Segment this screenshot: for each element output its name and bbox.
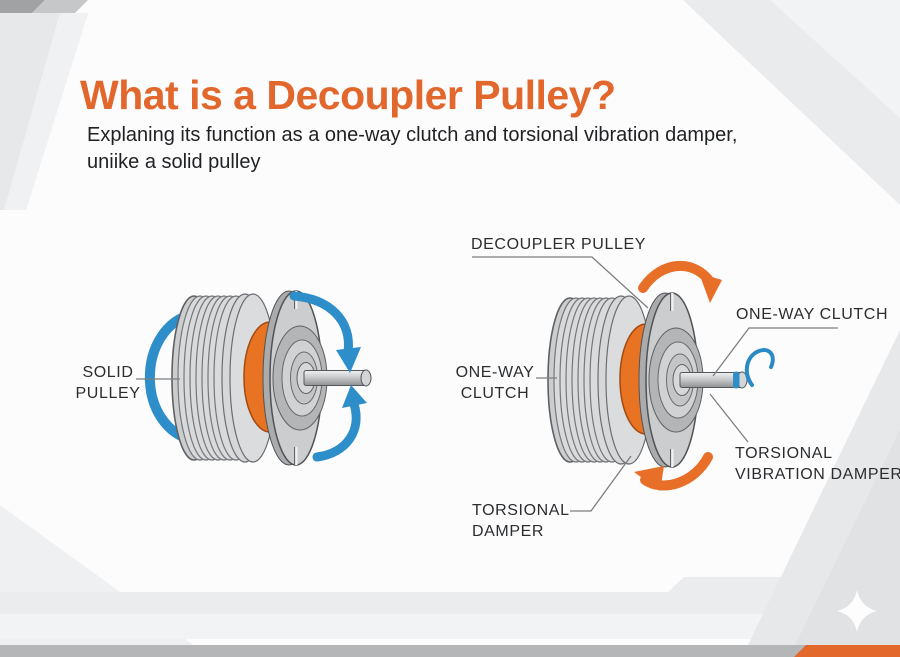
label-line: VIBRATION DAMPER bbox=[735, 466, 900, 483]
label-line: ONE-WAY bbox=[455, 364, 535, 381]
leader-torsional-damper bbox=[570, 455, 632, 512]
rotation-arrow-blue-bottom-icon bbox=[312, 385, 367, 462]
leader-decoupler-pulley bbox=[472, 256, 649, 309]
torsional-damper-label: TORSIONAL DAMPER bbox=[472, 500, 570, 542]
label-line: TORSIONAL bbox=[735, 445, 833, 462]
solid-pulley-label: SOLID PULLEY bbox=[60, 362, 156, 404]
label-line: CLUTCH bbox=[460, 385, 530, 402]
label-line: TORSIONAL bbox=[472, 502, 570, 519]
leader-lines bbox=[136, 256, 838, 512]
leader-one-way-clutch-right bbox=[712, 327, 838, 377]
label-line: DAMPER bbox=[472, 523, 545, 540]
sparkle-icon bbox=[837, 590, 877, 632]
page-title: What is a Decoupler Pulley? bbox=[80, 72, 616, 118]
subtitle-line: Explaning its function as a one-way clut… bbox=[87, 124, 738, 146]
page-subtitle: Explaning its function as a one-way clut… bbox=[87, 122, 737, 176]
decoupler-pulley-label: DECOUPLER PULLEY bbox=[471, 236, 646, 253]
torsional-vibration-damper-label: TORSIONAL VIBRATION DAMPER bbox=[735, 443, 900, 485]
subtitle-line: uniike a solid pulley bbox=[87, 151, 261, 173]
rotation-arrow-orange-bottom-icon bbox=[634, 452, 713, 491]
rotation-arrow-orange-top-icon bbox=[638, 261, 722, 303]
rotation-arrow-blue-top-icon bbox=[289, 291, 361, 373]
solid-pulley-illustration bbox=[145, 289, 373, 467]
spring-squiggle-icon bbox=[744, 348, 775, 387]
leader-torsional-vibration-damper bbox=[709, 393, 749, 443]
one-way-clutch-blue-ring-icon bbox=[733, 371, 740, 389]
label-line: PULLEY bbox=[75, 385, 141, 402]
one-way-clutch-left-label: ONE-WAY CLUTCH bbox=[451, 362, 539, 404]
rotation-arc-blue-icon bbox=[145, 309, 201, 446]
one-way-clutch-right-label: ONE-WAY CLUTCH bbox=[736, 306, 889, 323]
label-line: SOLID bbox=[82, 364, 134, 381]
decoupler-pulley-illustration bbox=[546, 261, 775, 491]
